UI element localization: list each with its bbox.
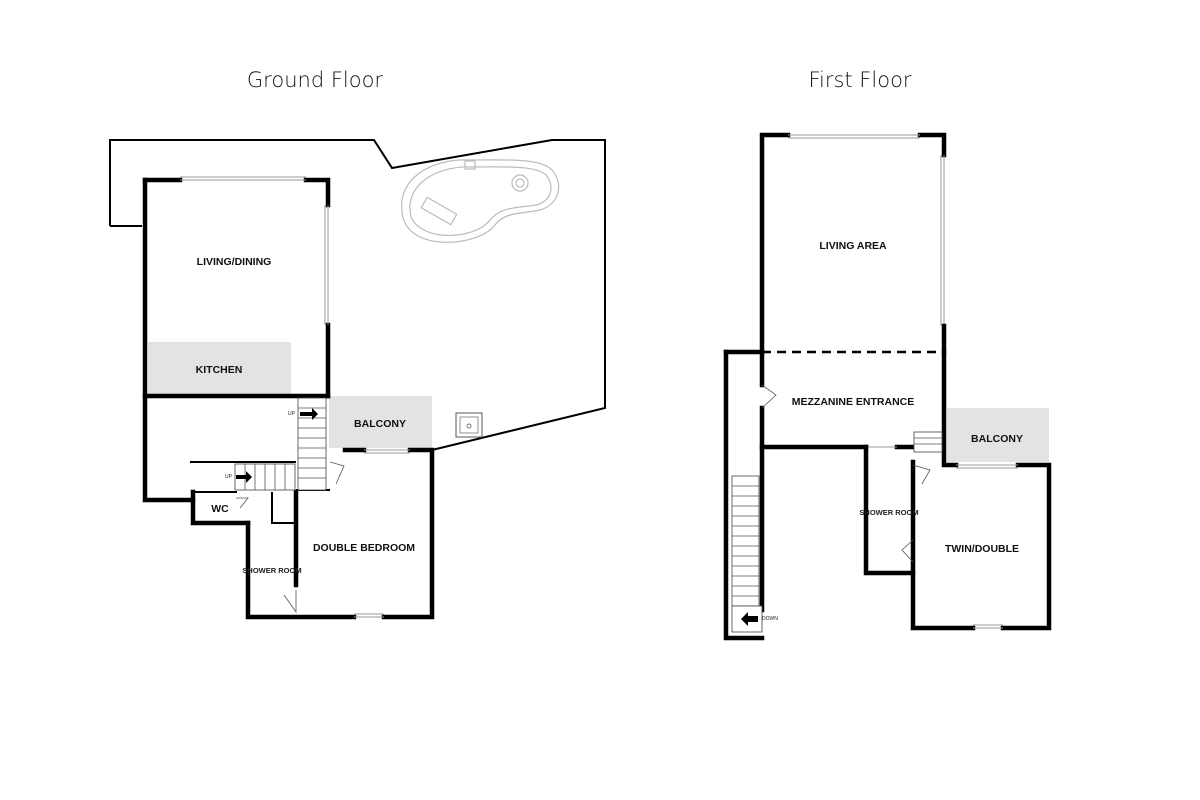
- shower-door-first: [901, 539, 914, 563]
- twin-west-wall: [910, 459, 976, 631]
- balcony-steps: [913, 431, 943, 453]
- ground-floor-title: Ground Floor: [247, 68, 384, 92]
- living-area-label: LIVING AREA: [819, 240, 887, 252]
- balcony-area: [329, 396, 432, 448]
- outdoor-sink: [455, 412, 483, 438]
- stair-up-label-2: UP: [225, 474, 233, 480]
- stair-up-arrow-icon: [300, 408, 318, 420]
- first-floor-title: First Floor: [808, 68, 911, 92]
- swimming-pool: [401, 159, 560, 243]
- shower-walls: [245, 520, 357, 620]
- living-west-wall: [142, 177, 196, 503]
- bedroom-east-wall: [381, 447, 435, 620]
- first-stairs: [731, 475, 763, 633]
- living-north-wall-right: [303, 177, 331, 208]
- stair-up-arrow-icon-2: [236, 471, 252, 483]
- ground-floor-plan: Ground Floor: [109, 68, 606, 620]
- stair-down-label: DOWN: [762, 616, 778, 622]
- mezzanine-south-wall-left: [759, 405, 869, 450]
- double-bedroom-label: DOUBLE BEDROOM: [313, 542, 415, 554]
- wc-label: WC: [211, 503, 229, 515]
- shower-partition: [271, 492, 296, 524]
- first-shower-walls: [863, 444, 916, 576]
- twin-double-label: TWIN/DOUBLE: [945, 543, 1019, 555]
- stair-up-label: UP: [288, 411, 296, 417]
- mezzanine-door: [761, 384, 777, 409]
- terrace-outline: [109, 139, 606, 451]
- wc-door: [236, 497, 249, 509]
- living-area-west-wall: [759, 132, 791, 355]
- living-area-north-wall: [917, 132, 947, 158]
- first-floor-plan: First Floor: [723, 68, 1052, 641]
- ground-shower-room-label: SHOWER ROOM: [242, 566, 301, 575]
- wc-walls: [190, 489, 251, 526]
- first-shower-room-label: SHOWER ROOM: [859, 508, 918, 517]
- stair-down-arrow-icon: [741, 612, 758, 626]
- mezzanine-entrance-label: MEZZANINE ENTRANCE: [792, 396, 915, 408]
- living-dining-label: LIVING/DINING: [197, 256, 272, 268]
- kitchen-label: KITCHEN: [196, 364, 243, 376]
- stair-corridor-west-wall: [723, 349, 765, 641]
- twin-east-wall: [1000, 462, 1052, 631]
- first-balcony-label: BALCONY: [971, 433, 1023, 445]
- ground-balcony-label: BALCONY: [354, 418, 406, 430]
- bedroom-door: [329, 461, 345, 485]
- twin-door: [912, 464, 931, 485]
- kitchen-area: [148, 342, 291, 394]
- first-balcony-area: [947, 408, 1049, 462]
- shower-door: [283, 590, 297, 614]
